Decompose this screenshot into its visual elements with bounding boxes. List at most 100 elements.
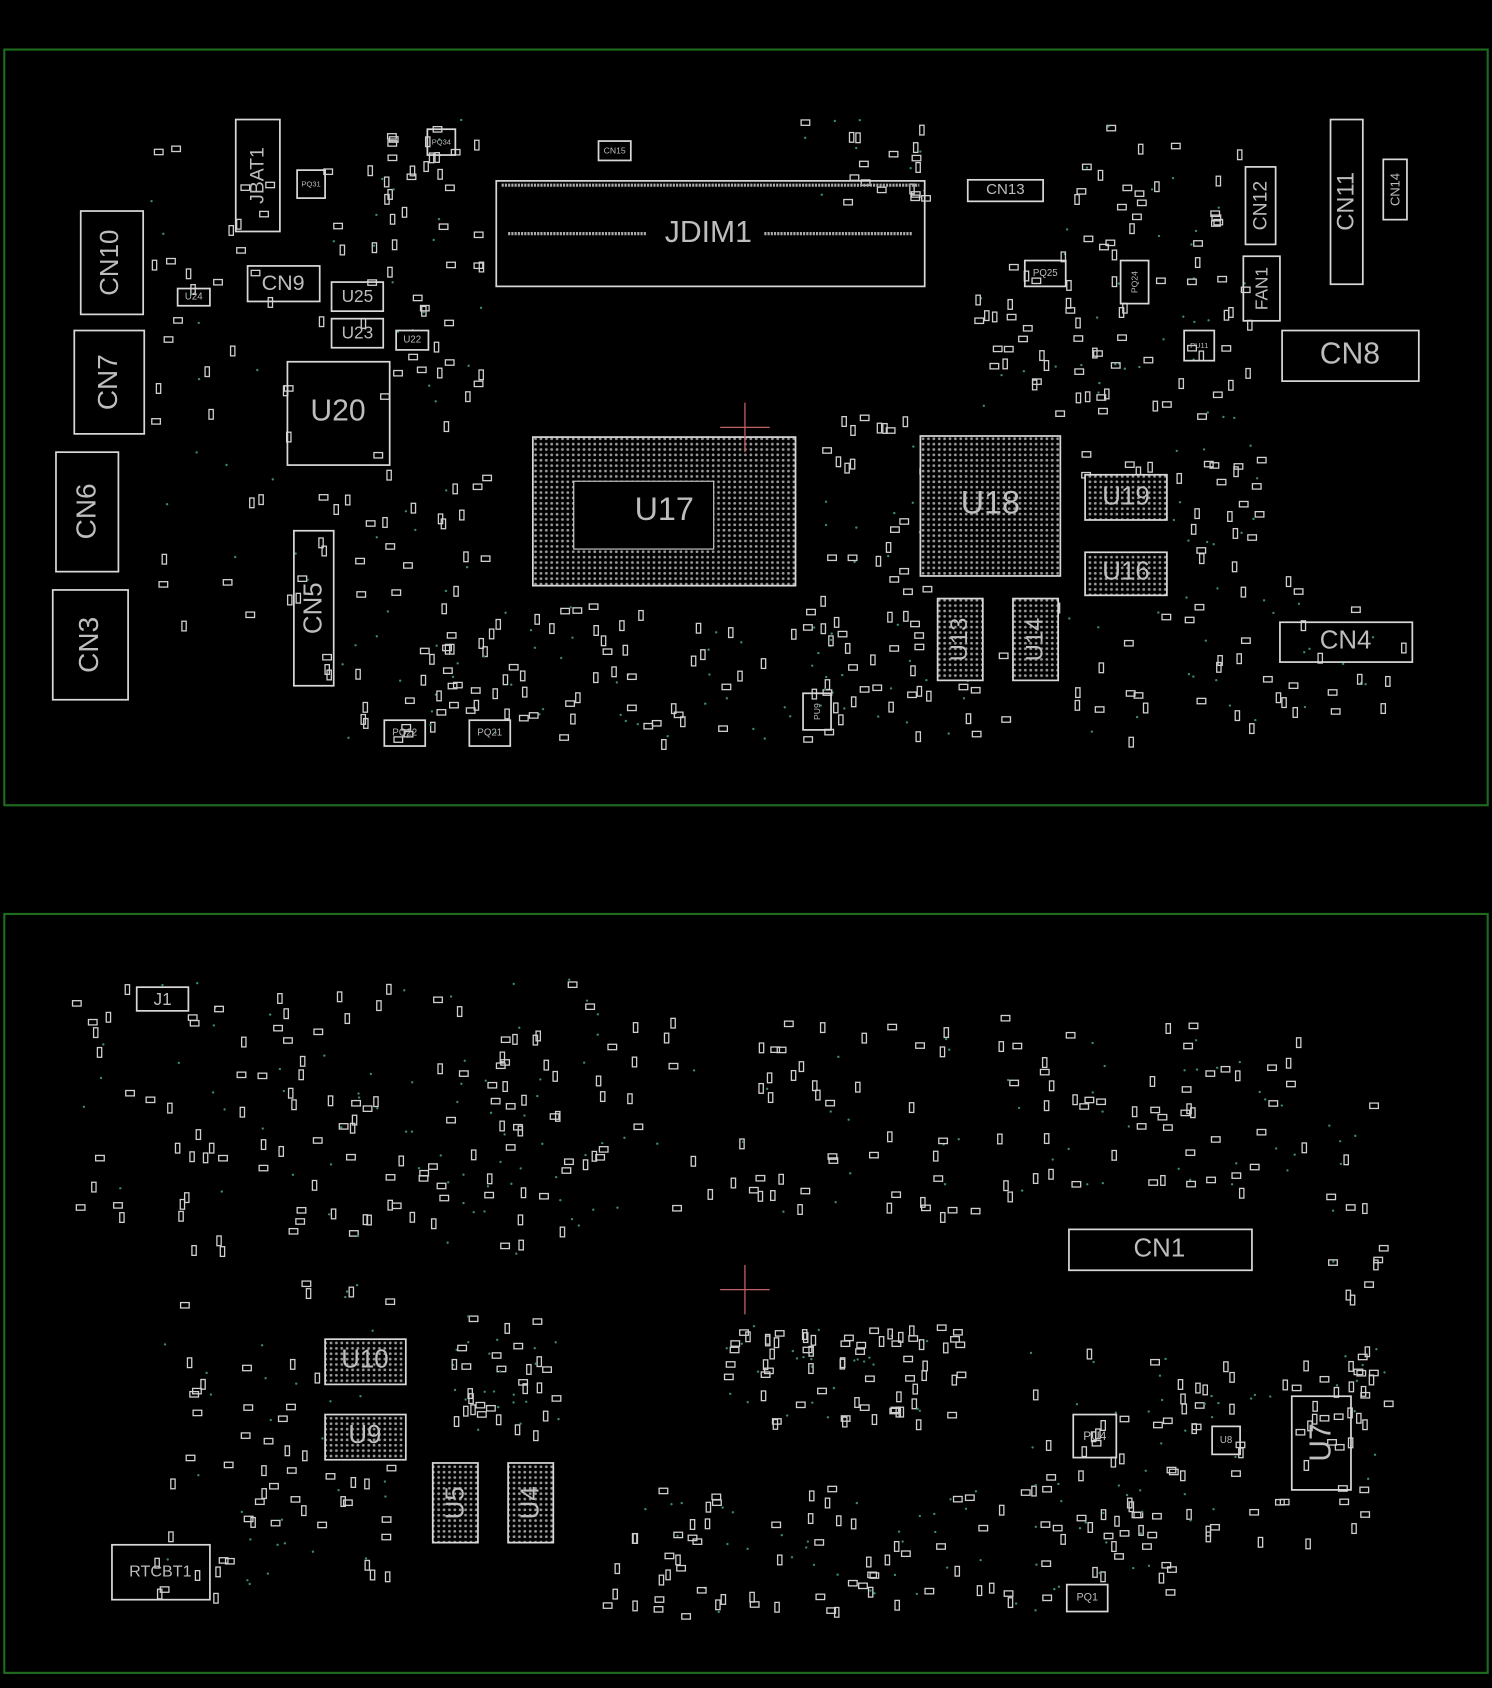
component-cn3[interactable]: CN3 xyxy=(51,589,129,701)
component-cn9[interactable]: CN9 xyxy=(246,265,321,303)
smd-pad xyxy=(1348,1360,1354,1372)
component-pu11[interactable]: PU11 xyxy=(1183,329,1216,362)
smd-pad xyxy=(258,494,264,506)
smd-pad xyxy=(447,682,458,690)
component-cn4[interactable]: CN4 xyxy=(1279,621,1414,663)
via xyxy=(1303,651,1306,654)
smd-pad xyxy=(453,1416,460,1428)
via xyxy=(306,578,309,581)
component-cn5[interactable]: CN5 xyxy=(293,529,335,687)
component-u18[interactable]: U18 xyxy=(919,435,1062,577)
via xyxy=(1057,1482,1060,1486)
component-u20[interactable]: U20 xyxy=(286,360,391,466)
smd-pad xyxy=(383,176,390,188)
smd-pad xyxy=(1128,736,1135,748)
smd-pad xyxy=(250,269,261,277)
smd-pad xyxy=(1095,1428,1101,1440)
component-u22[interactable]: U22 xyxy=(395,329,430,351)
component-cn6[interactable]: CN6 xyxy=(55,451,120,573)
via xyxy=(434,400,437,403)
component-cn13[interactable]: CN13 xyxy=(966,178,1044,203)
component-pq25[interactable]: PQ25 xyxy=(1023,259,1067,288)
smd-pad xyxy=(219,1246,226,1258)
smd-pad xyxy=(664,1552,675,1560)
component-cn7[interactable]: CN7 xyxy=(73,329,146,435)
smd-pad xyxy=(1076,188,1087,195)
component-u8[interactable]: U8 xyxy=(1211,1425,1241,1456)
component-cn15[interactable]: CN15 xyxy=(597,140,632,162)
component-u17[interactable]: U17 xyxy=(531,436,797,587)
smd-pad xyxy=(391,589,402,596)
via xyxy=(196,981,199,985)
smd-pad xyxy=(627,1093,633,1105)
component-rtcbt1[interactable]: RTCBT1 xyxy=(111,1543,211,1601)
smd-pad xyxy=(277,992,283,1004)
via xyxy=(830,632,833,635)
component-pq31[interactable]: PQ31 xyxy=(296,169,326,199)
smd-pad xyxy=(727,627,734,639)
smd-pad xyxy=(855,1348,866,1355)
smd-pad xyxy=(903,610,909,622)
smd-pad xyxy=(827,1153,838,1160)
via xyxy=(805,1546,808,1549)
via xyxy=(1185,596,1188,599)
via xyxy=(1034,1483,1037,1487)
component-u25[interactable]: U25 xyxy=(330,281,385,313)
smd-pad xyxy=(1143,356,1154,364)
via xyxy=(375,635,378,638)
component-u9[interactable]: U9 xyxy=(324,1413,407,1461)
smd-pad xyxy=(806,608,816,616)
component-u16[interactable]: U16 xyxy=(1084,551,1168,597)
component-u13[interactable]: U13 xyxy=(936,597,984,682)
component-u14[interactable]: U14 xyxy=(1012,597,1060,682)
via xyxy=(783,706,786,709)
component-jbat1[interactable]: JBAT1 xyxy=(234,118,281,233)
component-fan1[interactable]: FAN1 xyxy=(1242,255,1281,322)
component-j1[interactable]: J1 xyxy=(135,986,190,1012)
component-cn1[interactable]: CN1 xyxy=(1068,1228,1253,1272)
via xyxy=(268,1013,272,1016)
component-u7[interactable]: U7 xyxy=(1290,1395,1352,1491)
component-u5[interactable]: U5 xyxy=(431,1462,479,1544)
smd-pad xyxy=(539,1192,549,1200)
component-cn11[interactable]: CN11 xyxy=(1329,118,1364,286)
via xyxy=(1132,1566,1135,1570)
component-u24[interactable]: U24 xyxy=(176,287,211,307)
via xyxy=(741,1140,745,1144)
component-u19[interactable]: U19 xyxy=(1084,473,1168,521)
smd-pad xyxy=(1196,697,1207,705)
smd-pad xyxy=(446,261,456,269)
smd-pad xyxy=(1364,1346,1371,1358)
component-pq1[interactable]: PQ1 xyxy=(1065,1583,1109,1613)
component-pu9[interactable]: PU9 xyxy=(802,692,832,731)
component-pq34[interactable]: PQ34 xyxy=(426,128,457,156)
smd-pad xyxy=(869,1151,879,1159)
component-u4[interactable]: U4 xyxy=(507,1462,555,1544)
via xyxy=(729,1392,732,1395)
component-cn12[interactable]: CN12 xyxy=(1244,166,1277,246)
component-u10[interactable]: U10 xyxy=(324,1338,407,1386)
smd-pad xyxy=(1060,251,1067,263)
smd-pad xyxy=(355,557,366,565)
component-u23[interactable]: U23 xyxy=(330,317,385,349)
component-pu4[interactable]: PU4 xyxy=(1072,1413,1118,1459)
smd-pad xyxy=(844,462,850,474)
component-pq24[interactable]: PQ24 xyxy=(1119,259,1150,305)
smd-pad xyxy=(475,1401,486,1409)
via xyxy=(1187,539,1190,542)
smd-pad xyxy=(261,1488,267,1500)
smd-pad xyxy=(1041,1057,1048,1069)
component-jdim1[interactable]: JDIM1 xyxy=(495,180,926,288)
via xyxy=(162,232,165,236)
via xyxy=(925,1339,929,1343)
smd-pad xyxy=(419,1169,430,1177)
component-pq21[interactable]: PQ21 xyxy=(468,719,512,747)
component-cn10[interactable]: CN10 xyxy=(79,210,145,316)
component-cn14[interactable]: CN14 xyxy=(1382,158,1408,221)
component-cn8[interactable]: CN8 xyxy=(1281,329,1420,382)
smd-pad xyxy=(1177,1379,1184,1390)
via xyxy=(1371,636,1375,639)
smd-pad xyxy=(938,1137,949,1145)
component-pq22[interactable]: PQ22 xyxy=(383,719,427,747)
